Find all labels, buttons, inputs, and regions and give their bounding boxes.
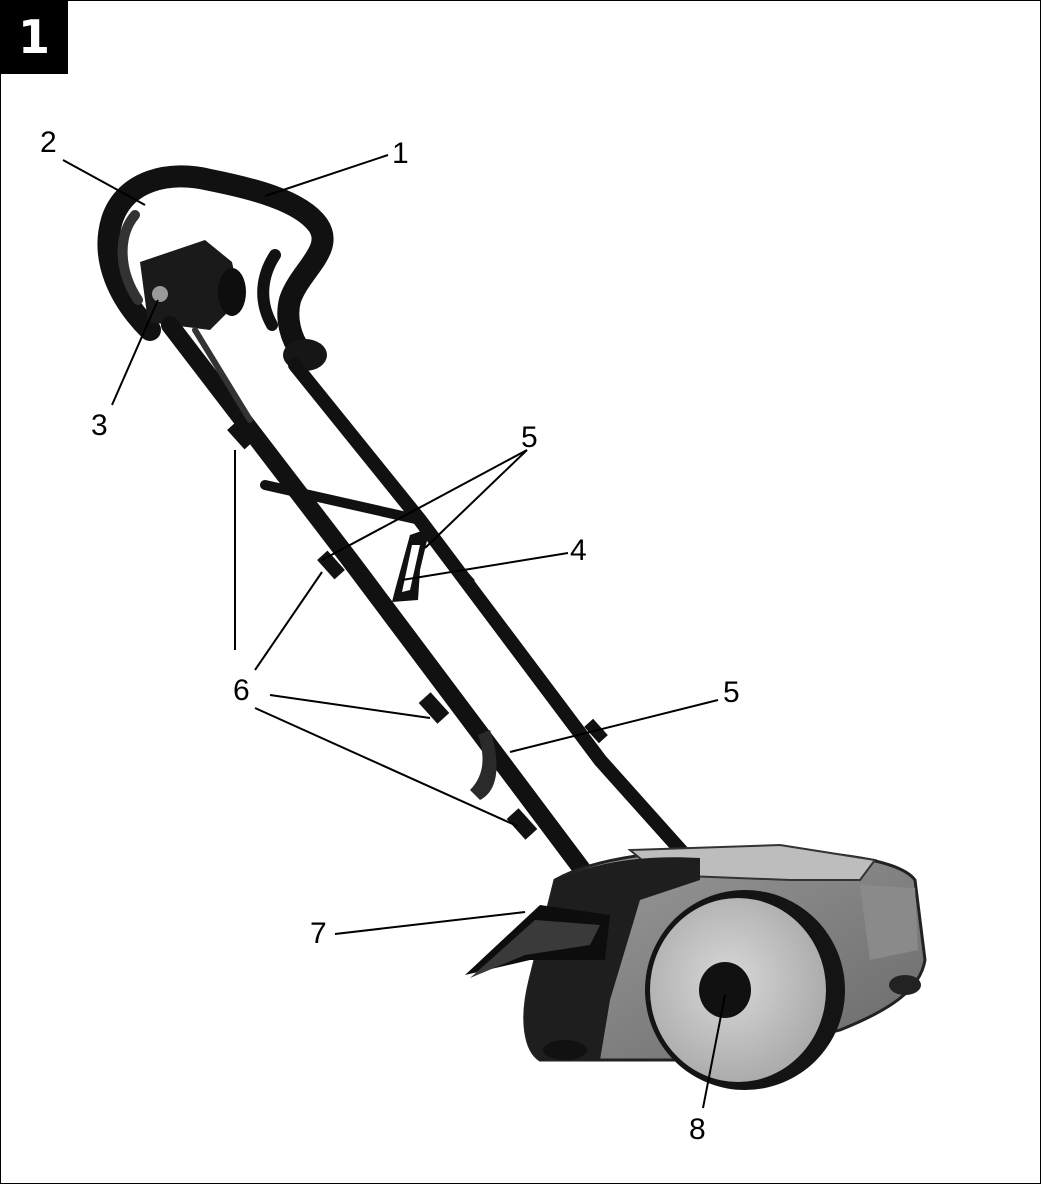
callout-leaders bbox=[62, 154, 726, 1109]
callout-2-handle-grip: 2 bbox=[40, 126, 57, 159]
callout-5-upper-clamp: 5 bbox=[521, 421, 538, 454]
callout-7-flap: 7 bbox=[310, 917, 327, 950]
callout-5-lower-clamp: 5 bbox=[723, 676, 740, 709]
callout-8-wheel: 8 bbox=[689, 1113, 706, 1146]
handle-grip bbox=[97, 165, 334, 361]
callout-4-cable-hook: 4 bbox=[570, 534, 587, 567]
callout-3-switch: 3 bbox=[91, 409, 108, 442]
handle-bars bbox=[161, 316, 692, 909]
callout-6-tube-joints: 6 bbox=[233, 674, 250, 707]
figure-number-badge: 1 bbox=[0, 0, 68, 74]
wheel bbox=[645, 890, 845, 1090]
cable-strain-relief bbox=[392, 528, 430, 602]
rear-flap bbox=[465, 905, 610, 978]
callout-1-handle: 1 bbox=[392, 137, 409, 170]
switch-box bbox=[140, 240, 246, 330]
